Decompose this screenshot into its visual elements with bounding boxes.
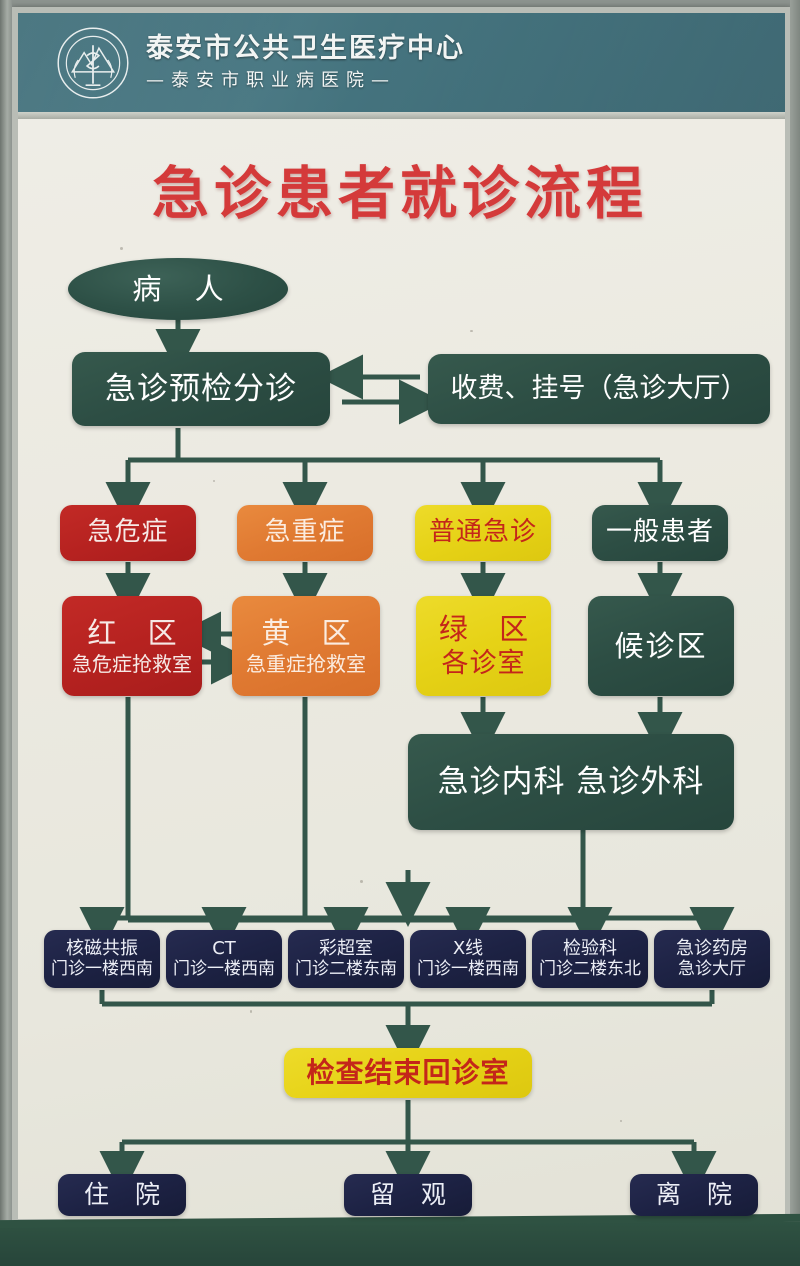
node-outcome-observation[interactable]: 留 观 bbox=[344, 1174, 472, 1216]
node-exam-mri-location: 门诊一楼西南 bbox=[51, 959, 153, 980]
node-exam-pharmacy-location: 急诊大厅 bbox=[678, 959, 746, 980]
node-zone-red-title: 红 区 bbox=[87, 616, 188, 651]
node-outcome-observation-label: 留 观 bbox=[370, 1180, 455, 1209]
surface-speck bbox=[213, 480, 215, 482]
surface-speck bbox=[470, 330, 473, 332]
node-triage-label: 急诊预检分诊 bbox=[105, 370, 297, 407]
node-zone-yellow-sub: 急重症抢救室 bbox=[246, 651, 366, 676]
node-zone-red-sub: 急危症抢救室 bbox=[72, 651, 192, 676]
hospital-emblem-icon bbox=[56, 26, 130, 100]
hospital-name: 泰安市公共卫生医疗中心 bbox=[146, 33, 465, 64]
node-zone-yellow[interactable]: 黄 区 急重症抢救室 bbox=[232, 596, 380, 696]
node-zone-waiting-title: 候诊区 bbox=[614, 628, 708, 663]
node-exam-mri-name: 核磁共振 bbox=[66, 937, 138, 959]
surface-speck bbox=[120, 247, 123, 250]
hospital-subtitle: —泰安市职业病医院— bbox=[146, 70, 396, 91]
node-category-ordinary[interactable]: 普通急诊 bbox=[415, 505, 551, 561]
node-return-to-clinic[interactable]: 检查结束回诊室 bbox=[284, 1048, 532, 1098]
node-zone-green-sub: 各诊室 bbox=[441, 647, 526, 679]
node-exam-mri[interactable]: 核磁共振 门诊一楼西南 bbox=[44, 930, 160, 988]
frame-left-edge bbox=[0, 0, 12, 1266]
node-zone-green[interactable]: 绿 区 各诊室 bbox=[416, 596, 551, 696]
node-category-critical-label: 急危症 bbox=[87, 517, 169, 548]
surface-speck bbox=[250, 1010, 252, 1013]
node-outcome-discharge[interactable]: 离 院 bbox=[630, 1174, 758, 1216]
node-registration[interactable]: 收费、挂号（急诊大厅） bbox=[428, 354, 770, 424]
node-patient-label: 病 人 bbox=[132, 271, 236, 306]
node-patient[interactable]: 病 人 bbox=[68, 258, 288, 320]
node-exam-lab[interactable]: 检验科 门诊二楼东北 bbox=[532, 930, 648, 988]
node-zone-green-title: 绿 区 bbox=[438, 612, 540, 647]
node-exam-pharmacy-name: 急诊药房 bbox=[676, 937, 748, 959]
node-outcome-admit[interactable]: 住 院 bbox=[58, 1174, 186, 1216]
node-category-severe[interactable]: 急重症 bbox=[237, 505, 373, 561]
node-return-to-clinic-label: 检查结束回诊室 bbox=[306, 1056, 510, 1090]
hospital-name-block: 泰安市公共卫生医疗中心 —泰安市职业病医院— bbox=[146, 35, 465, 90]
node-category-general-label: 一般患者 bbox=[605, 517, 714, 548]
surface-speck bbox=[620, 1120, 622, 1122]
node-exam-ct-name: CT bbox=[212, 937, 236, 959]
frame-right-edge bbox=[790, 0, 800, 1266]
node-category-general[interactable]: 一般患者 bbox=[592, 505, 728, 561]
node-departments-label: 急诊内科 急诊外科 bbox=[437, 763, 705, 800]
node-exam-ultrasound[interactable]: 彩超室 门诊二楼东南 bbox=[288, 930, 404, 988]
page-title: 急诊患者就诊流程 bbox=[152, 161, 648, 227]
node-zone-red[interactable]: 红 区 急危症抢救室 bbox=[62, 596, 202, 696]
node-zone-yellow-title: 黄 区 bbox=[261, 616, 362, 651]
node-zone-waiting[interactable]: 候诊区 bbox=[588, 596, 734, 696]
node-exam-xray[interactable]: X线 门诊一楼西南 bbox=[410, 930, 526, 988]
node-exam-xray-location: 门诊一楼西南 bbox=[417, 959, 519, 980]
node-exam-lab-location: 门诊二楼东北 bbox=[539, 959, 641, 980]
node-outcome-discharge-label: 离 院 bbox=[656, 1180, 741, 1209]
node-category-critical[interactable]: 急危症 bbox=[60, 505, 196, 561]
node-exam-ct[interactable]: CT 门诊一楼西南 bbox=[166, 930, 282, 988]
node-registration-label: 收费、挂号（急诊大厅） bbox=[450, 372, 748, 404]
node-departments[interactable]: 急诊内科 急诊外科 bbox=[408, 734, 734, 830]
node-exam-ultrasound-location: 门诊二楼东南 bbox=[295, 959, 397, 980]
node-exam-lab-name: 检验科 bbox=[563, 937, 617, 959]
node-exam-xray-name: X线 bbox=[452, 937, 484, 959]
header-divider bbox=[18, 112, 785, 119]
node-exam-ultrasound-name: 彩超室 bbox=[319, 937, 373, 959]
node-outcome-admit-label: 住 院 bbox=[84, 1180, 169, 1209]
surface-speck bbox=[360, 880, 363, 883]
node-category-ordinary-label: 普通急诊 bbox=[428, 517, 537, 548]
node-exam-ct-location: 门诊一楼西南 bbox=[173, 959, 275, 980]
node-category-severe-label: 急重症 bbox=[264, 517, 346, 548]
node-exam-pharmacy[interactable]: 急诊药房 急诊大厅 bbox=[654, 930, 770, 988]
node-triage[interactable]: 急诊预检分诊 bbox=[72, 352, 330, 426]
wall-lower-band bbox=[0, 1222, 800, 1266]
